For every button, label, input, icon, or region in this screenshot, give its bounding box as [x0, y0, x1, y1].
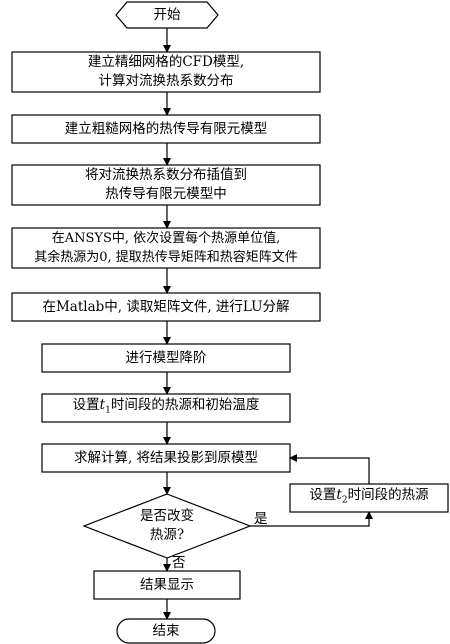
step-2-label: 建立粗糙网格的热传导有限元模型 — [64, 120, 268, 137]
step-6-box — [41, 343, 291, 373]
decision-label: 是否改变热源? — [140, 508, 194, 543]
no-label: 否 — [172, 555, 186, 571]
step-1-label: 建立精细网格的CFD模型,计算对流换热系数分布 — [87, 54, 245, 89]
step-2-box — [11, 114, 321, 144]
step-1-box — [11, 51, 321, 93]
step-4-box — [11, 227, 321, 269]
step-3-box — [11, 164, 321, 206]
step-5-box — [11, 292, 321, 322]
step-9-box — [93, 570, 241, 600]
step-8-label: 求解计算, 将结果投影到原模型 — [73, 449, 259, 466]
arrow-yes-to-side — [250, 511, 373, 527]
step-5-label: 在Matlab中, 读取矩阵文件, 进行LU分解 — [42, 298, 290, 315]
yes-label: 是 — [254, 511, 268, 527]
step-6-label: 进行模型降阶 — [125, 349, 207, 366]
step-7-label: 设置t1时间段的热源和初始温度 — [72, 396, 260, 416]
step-4-label: 在ANSYS中, 依次设置每个热源单位值,其余热源为0, 提取热传导矩阵和热容矩… — [34, 231, 298, 265]
step-3-label: 将对流换热系数分布插值到热传导有限元模型中 — [85, 167, 247, 202]
step-9-label: 结果显示 — [140, 576, 194, 593]
step-7-box — [41, 393, 291, 423]
start-label: 开始 — [153, 6, 181, 23]
side-box — [289, 483, 449, 513]
end-label: 结束 — [152, 622, 180, 639]
side-box-label: 设置t2时间段的热源 — [309, 486, 429, 506]
arrow-side-to-step8 — [289, 454, 370, 484]
start-terminal — [115, 1, 219, 29]
